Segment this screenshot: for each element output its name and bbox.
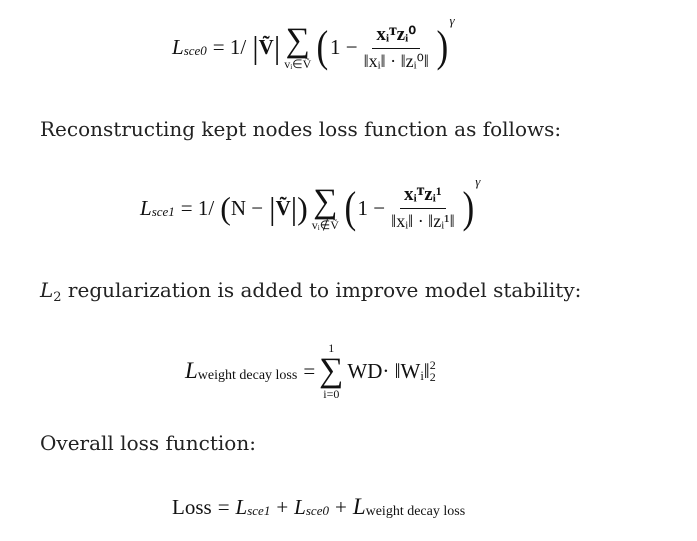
subscript: sce1	[247, 503, 271, 518]
operator: = 1/	[180, 195, 215, 220]
paren: )	[462, 183, 474, 232]
numerator: xᵢᵀzᵢ¹	[400, 184, 446, 209]
operator: =	[303, 358, 316, 383]
subscript: 2	[53, 290, 62, 305]
numerator: xᵢᵀzᵢ⁰	[372, 23, 421, 49]
fraction: xᵢᵀzᵢ⁰‖xᵢ‖ · ‖zᵢ⁰‖	[364, 23, 429, 72]
fraction: xᵢᵀzᵢ¹‖xᵢ‖ · ‖zᵢ¹‖	[391, 184, 454, 232]
operator: 1 −	[329, 34, 358, 59]
sum-lower-limit: vᵢ∈Ṽ	[284, 57, 312, 71]
abs-bar: |	[252, 29, 259, 65]
operator: =	[217, 494, 230, 519]
subscript: sce0	[183, 43, 207, 58]
operator: = 1/	[212, 34, 247, 59]
sum-lower-limit: vᵢ∉Ṽ	[311, 218, 339, 232]
subscript: 2	[429, 370, 436, 384]
operator: +	[276, 494, 289, 519]
subscript: weight decay loss	[197, 368, 298, 383]
symbol: L	[294, 494, 306, 519]
summation: ∑vᵢ∉Ṽ	[311, 183, 339, 232]
paragraph-overall: Overall loss function:	[40, 431, 256, 455]
paragraph-kept-nodes: Reconstructing kept nodes loss function …	[40, 117, 562, 141]
sigma: ∑	[319, 352, 344, 389]
paren: )	[436, 22, 449, 71]
denominator: ‖xᵢ‖ · ‖zᵢ¹‖	[391, 211, 455, 231]
subscript: sce1	[151, 204, 175, 219]
symbol: Loss	[172, 494, 212, 519]
symbol: L	[172, 34, 184, 59]
denominator: ‖xᵢ‖ · ‖zᵢ⁰‖	[363, 50, 429, 71]
symbol: Ṽ	[258, 34, 274, 59]
abs-bar: |	[290, 190, 298, 226]
paren: )	[297, 190, 308, 226]
symbol: Ṽ	[275, 195, 291, 220]
sum-lower-limit: i=0	[323, 387, 340, 401]
symbol: L	[140, 195, 152, 220]
paren: (	[344, 183, 357, 232]
operator: 1 −	[357, 195, 386, 220]
text: regularization is added to improve model…	[61, 278, 582, 302]
operator: +	[334, 494, 347, 519]
paren: (	[316, 22, 329, 71]
sigma: ∑	[285, 22, 310, 59]
sigma: ∑	[313, 183, 338, 220]
subscript: sce0	[305, 503, 329, 518]
symbol: L	[235, 494, 248, 519]
superscript: 2	[429, 358, 436, 372]
term: N −	[230, 195, 264, 220]
summation: ∑vᵢ∈Ṽ	[284, 22, 312, 71]
symbol: L	[185, 358, 198, 383]
exponent: γ	[475, 174, 481, 189]
term: WD· ‖Wᵢ‖	[347, 358, 430, 383]
symbol: L	[40, 278, 54, 302]
sum-upper-limit: 1	[328, 341, 335, 355]
symbol: L	[352, 494, 366, 519]
abs-bar: |	[273, 29, 281, 65]
paren: (	[220, 190, 231, 226]
abs-bar: |	[269, 190, 276, 226]
paragraph-l2: L2 regularization is added to improve mo…	[40, 278, 582, 305]
subscript: weight decay loss	[365, 504, 466, 519]
exponent: γ	[449, 13, 455, 28]
summation: 1∑i=0	[319, 342, 343, 400]
